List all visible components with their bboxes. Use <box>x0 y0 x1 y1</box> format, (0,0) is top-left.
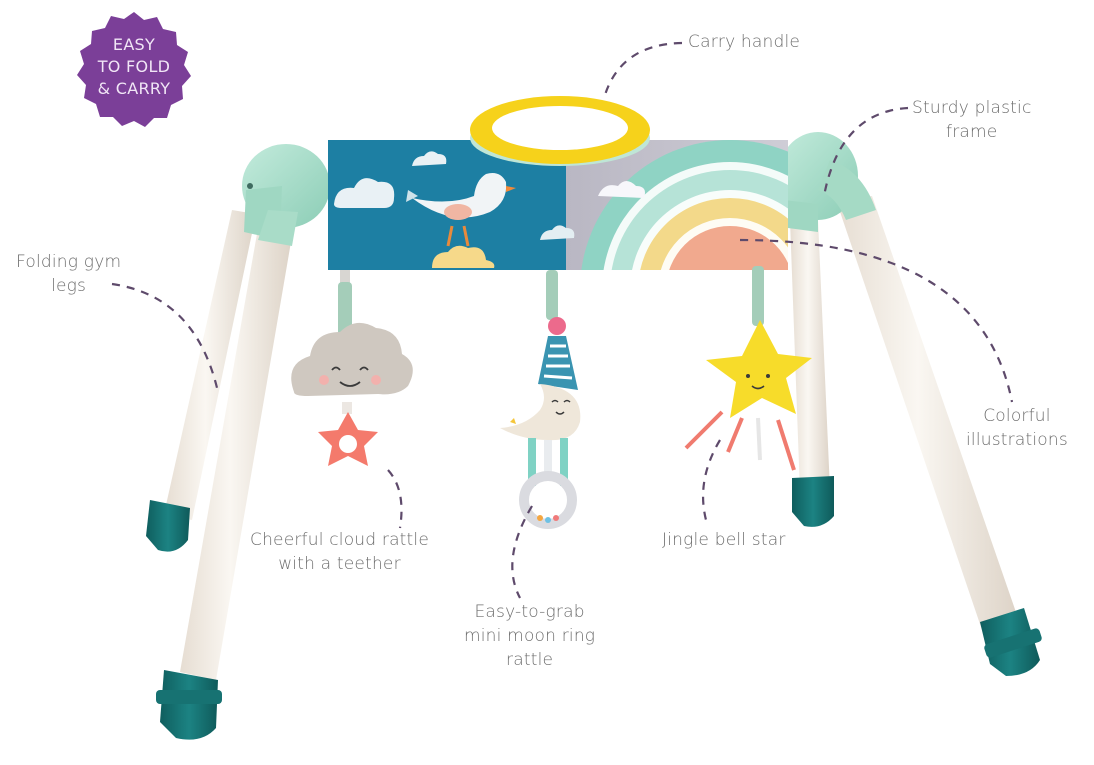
moon-rattle <box>500 317 581 529</box>
cloud-rattle-label: Cheerful cloud rattle with a teether <box>250 528 429 576</box>
moon-rattle-label: Easy-to-grab mini moon ring rattle <box>464 600 595 672</box>
bell-star-label: Jingle bell star <box>662 530 786 550</box>
left-hinge-joint <box>242 144 330 246</box>
right-front-leg <box>836 196 1042 676</box>
carry-handle-leader <box>602 41 683 99</box>
carry-handle-label: Carry handle <box>688 32 801 52</box>
folding-legs-line-2: legs <box>51 276 87 296</box>
badge-text: EASY TO FOLD & CARRY <box>72 34 196 100</box>
sturdy-frame-leader <box>822 106 909 197</box>
badge-line-1: EASY <box>112 35 156 54</box>
right-back-leg <box>790 220 834 527</box>
cloud-rattle-line-2: with a teether <box>278 554 401 574</box>
cloud-rattle <box>291 322 413 466</box>
scalloped-badge-icon <box>77 12 191 127</box>
folding-legs-leader <box>111 282 220 393</box>
bell-star <box>684 320 812 471</box>
fabric-panel <box>328 140 788 270</box>
right-hinge-joint <box>778 132 876 232</box>
star-strap <box>752 266 764 326</box>
carry-handle <box>470 96 650 166</box>
badge-line-3: & CARRY <box>97 79 171 98</box>
colorful-illustrations-label: Colorful illustrations <box>966 404 1068 452</box>
moon-strap <box>546 270 558 320</box>
cloud-rattle-line-1: Cheerful cloud rattle <box>250 530 429 550</box>
rainbow-illustration <box>581 140 788 270</box>
folding-legs-line-1: Folding gym <box>16 252 122 272</box>
badge-line-2: TO FOLD <box>97 57 171 76</box>
sturdy-frame-line-2: frame <box>946 122 998 142</box>
bird-illustration <box>406 173 516 268</box>
colorful-illustrations-line-2: illustrations <box>966 430 1068 450</box>
moon-rattle-line-1: Easy-to-grab <box>474 602 585 622</box>
cloud-rattle-leader <box>387 469 403 529</box>
sturdy-frame-label: Sturdy plastic frame <box>912 96 1032 144</box>
moon-rattle-line-2: mini moon ring <box>464 626 596 646</box>
left-front-leg <box>156 228 292 740</box>
callout-leader-lines <box>111 41 1014 599</box>
moon-rattle-line-3: rattle <box>506 650 554 670</box>
illustrations-leader <box>739 238 1014 403</box>
folding-legs-label: Folding gym legs <box>16 250 121 298</box>
colorful-illustrations-line-1: Colorful <box>983 406 1051 426</box>
sturdy-frame-line-1: Sturdy plastic <box>912 98 1032 118</box>
bell-star-leader <box>701 439 721 521</box>
left-back-leg <box>146 210 256 552</box>
easy-fold-badge: EASY TO FOLD & CARRY <box>72 10 196 132</box>
